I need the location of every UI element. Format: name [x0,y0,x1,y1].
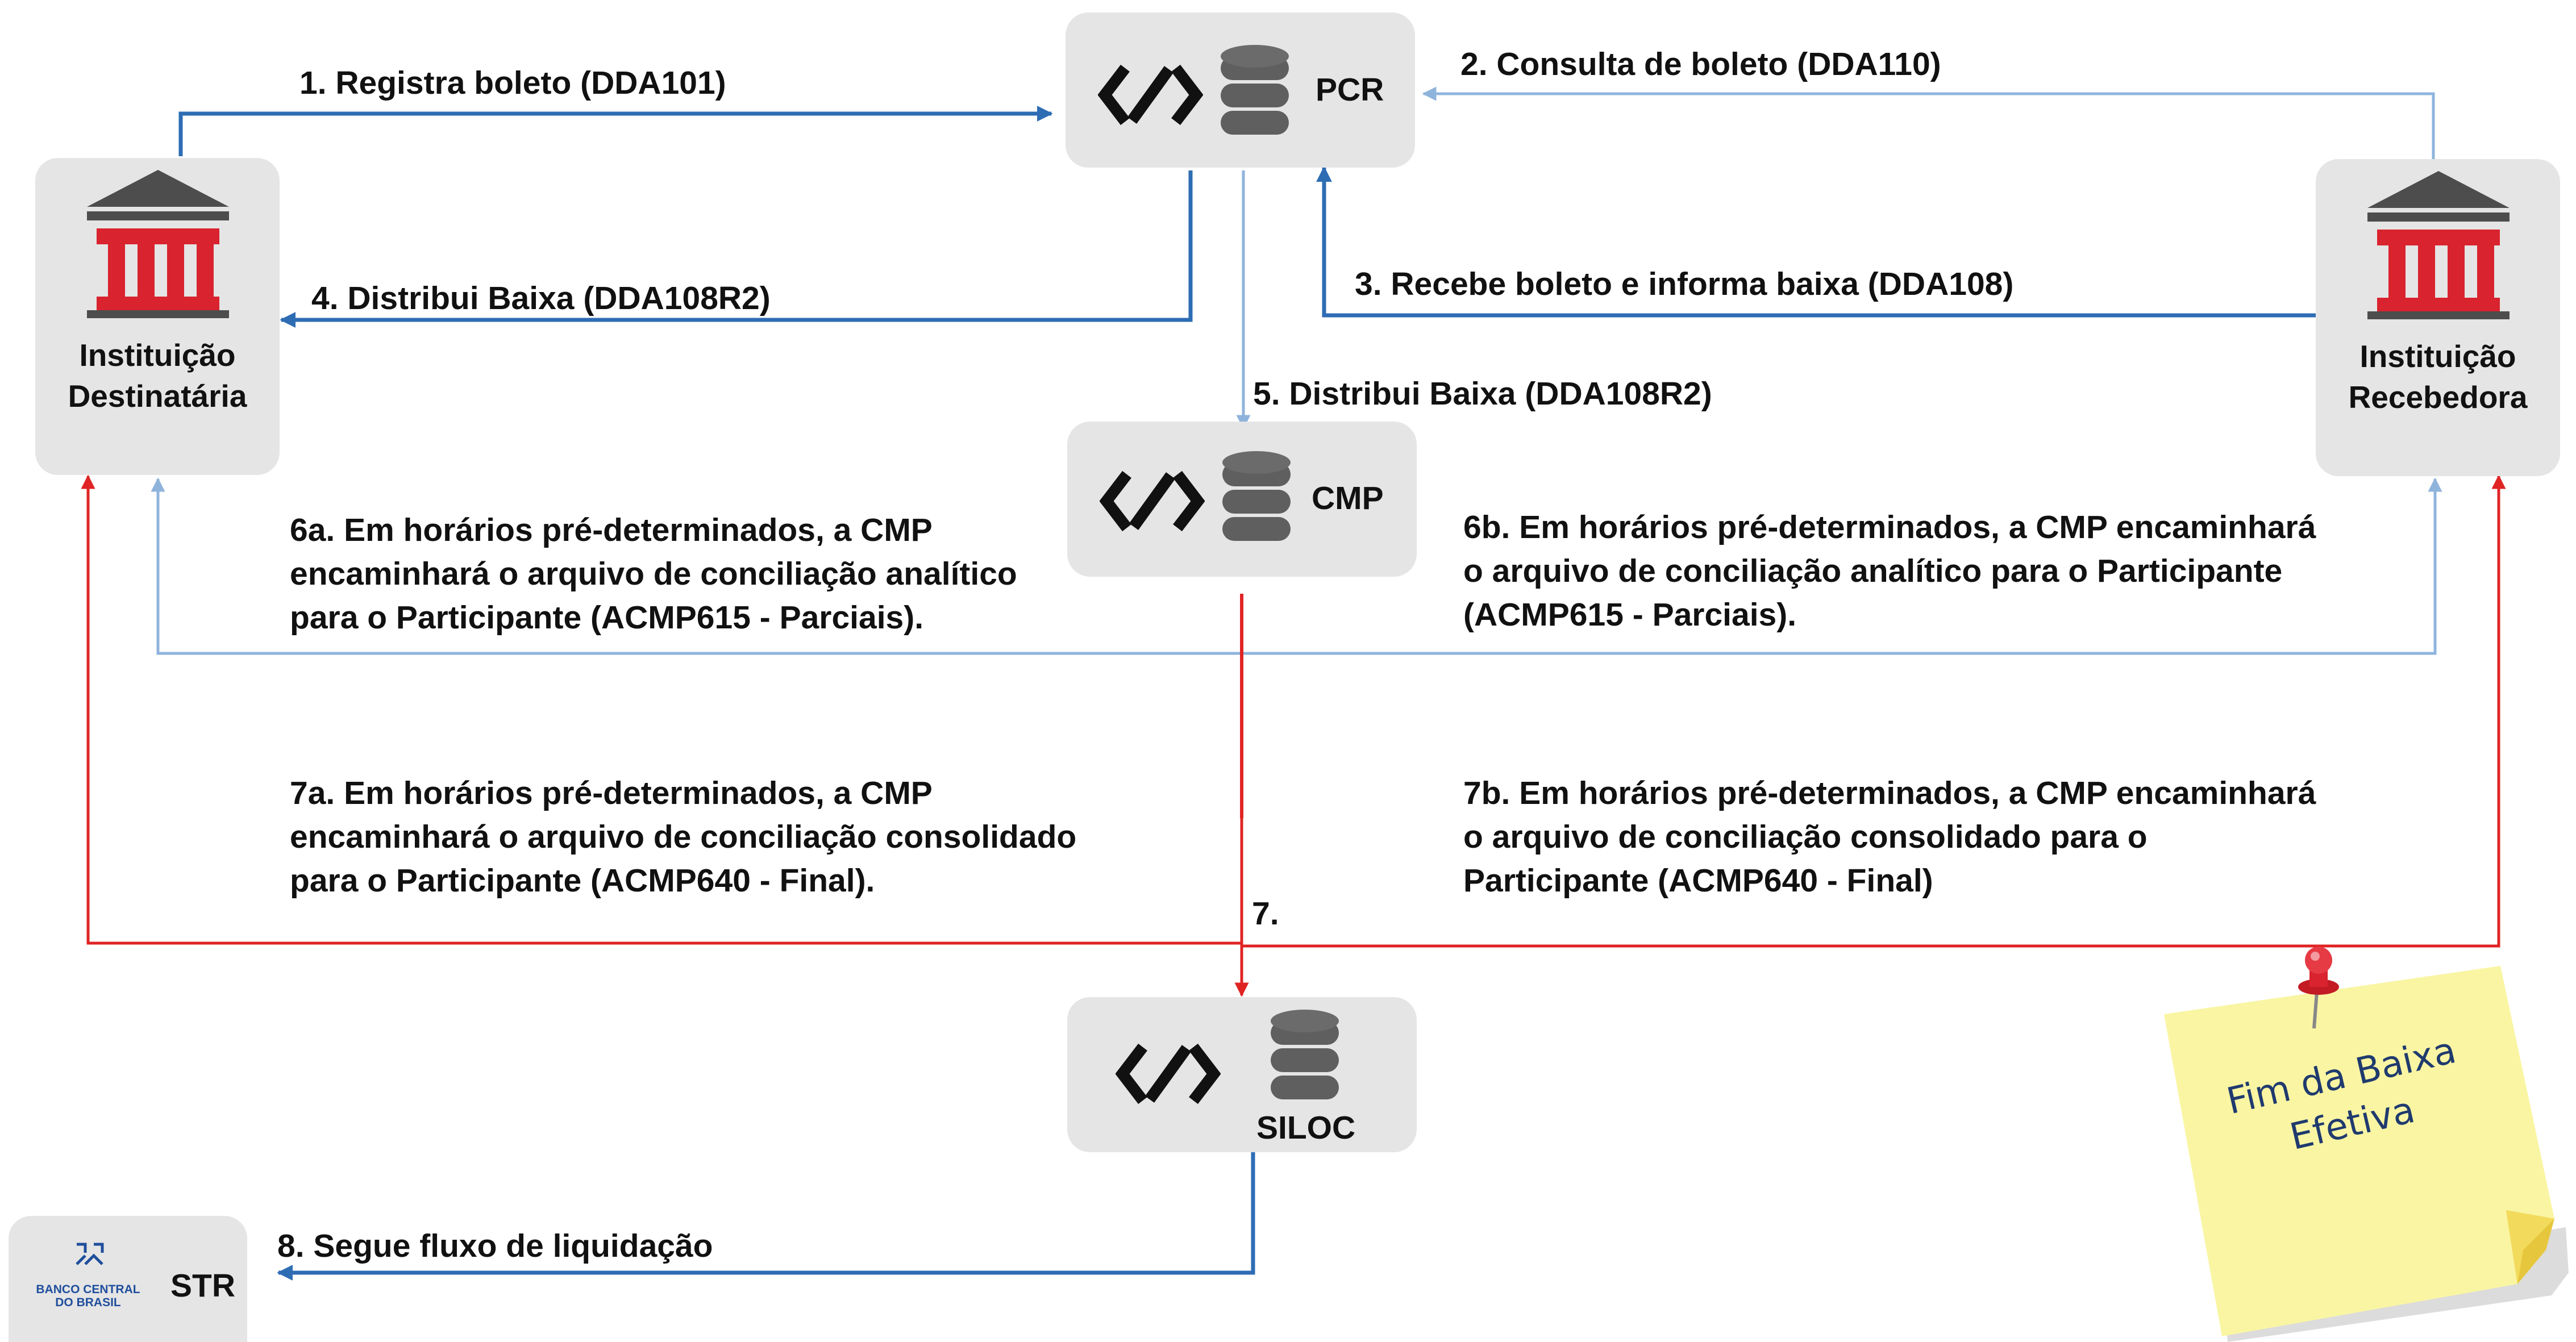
receb-box: Instituição Recebedora [2316,159,2560,476]
network-icon [1098,64,1203,126]
arrow-4 [280,170,1193,328]
step-8-label: 8. Segue fluxo de liquidação [277,1228,713,1264]
database-icon [1221,45,1289,135]
database-icon [1222,451,1291,541]
arrow-8 [277,1141,1255,1281]
pcr-label: PCR [1316,72,1384,108]
arrow-6b [1242,477,2442,655]
dest-label: Instituição Destinatária [68,337,247,414]
arrow-1 [178,106,1053,156]
siloc-label: SILOC [1256,1110,1356,1146]
bank-building-icon [87,170,229,318]
step-5-label: 5. Distribui Baixa (DDA108R2) [1253,376,1712,412]
step-2-label: 2. Consulta de boleto (DDA110) [1460,46,1941,82]
arrow-6a [151,477,1242,655]
network-icon [1100,470,1205,532]
arrow-7a [81,474,1242,945]
step-7-label: 7. [1252,895,1279,932]
arrow-2 [1422,86,2435,162]
dest-box: Instituição Destinatária [35,158,280,475]
database-icon [1271,1010,1339,1099]
arrow-7b [1242,474,2506,948]
cmp-box: CMP [1067,422,1417,577]
pushpin-icon [2298,947,2339,1029]
receb-label: Instituição Recebedora [2348,339,2528,415]
step-7b-label: 7b. Em horários pré-determinados, a CMP … [1463,775,2316,899]
bank-building-icon [2367,171,2510,319]
sticky-note [2164,966,2569,1342]
central-bank-logo [76,1243,104,1265]
cmp-label: CMP [1312,480,1384,516]
step-1-label: 1. Registra boleto (DDA101) [299,65,726,101]
network-icon [1116,1043,1221,1105]
logo-text: BANCO CENTRAL DO BRASIL [36,1283,140,1310]
step-6b-label: 6b. Em horários pré-determinados, a CMP … [1463,509,2316,633]
str-label: STR [170,1268,235,1304]
arrow-3 [1316,166,2316,318]
pcr-box: PCR [1066,12,1415,168]
str-box: BANCO CENTRAL DO BRASIL STR [9,1216,247,1342]
step-3-label: 3. Recebe boleto e informa baixa (DDA108… [1355,266,2014,302]
siloc-box: SILOC [1067,997,1417,1152]
step-4-label: 4. Distribui Baixa (DDA108R2) [311,280,771,316]
